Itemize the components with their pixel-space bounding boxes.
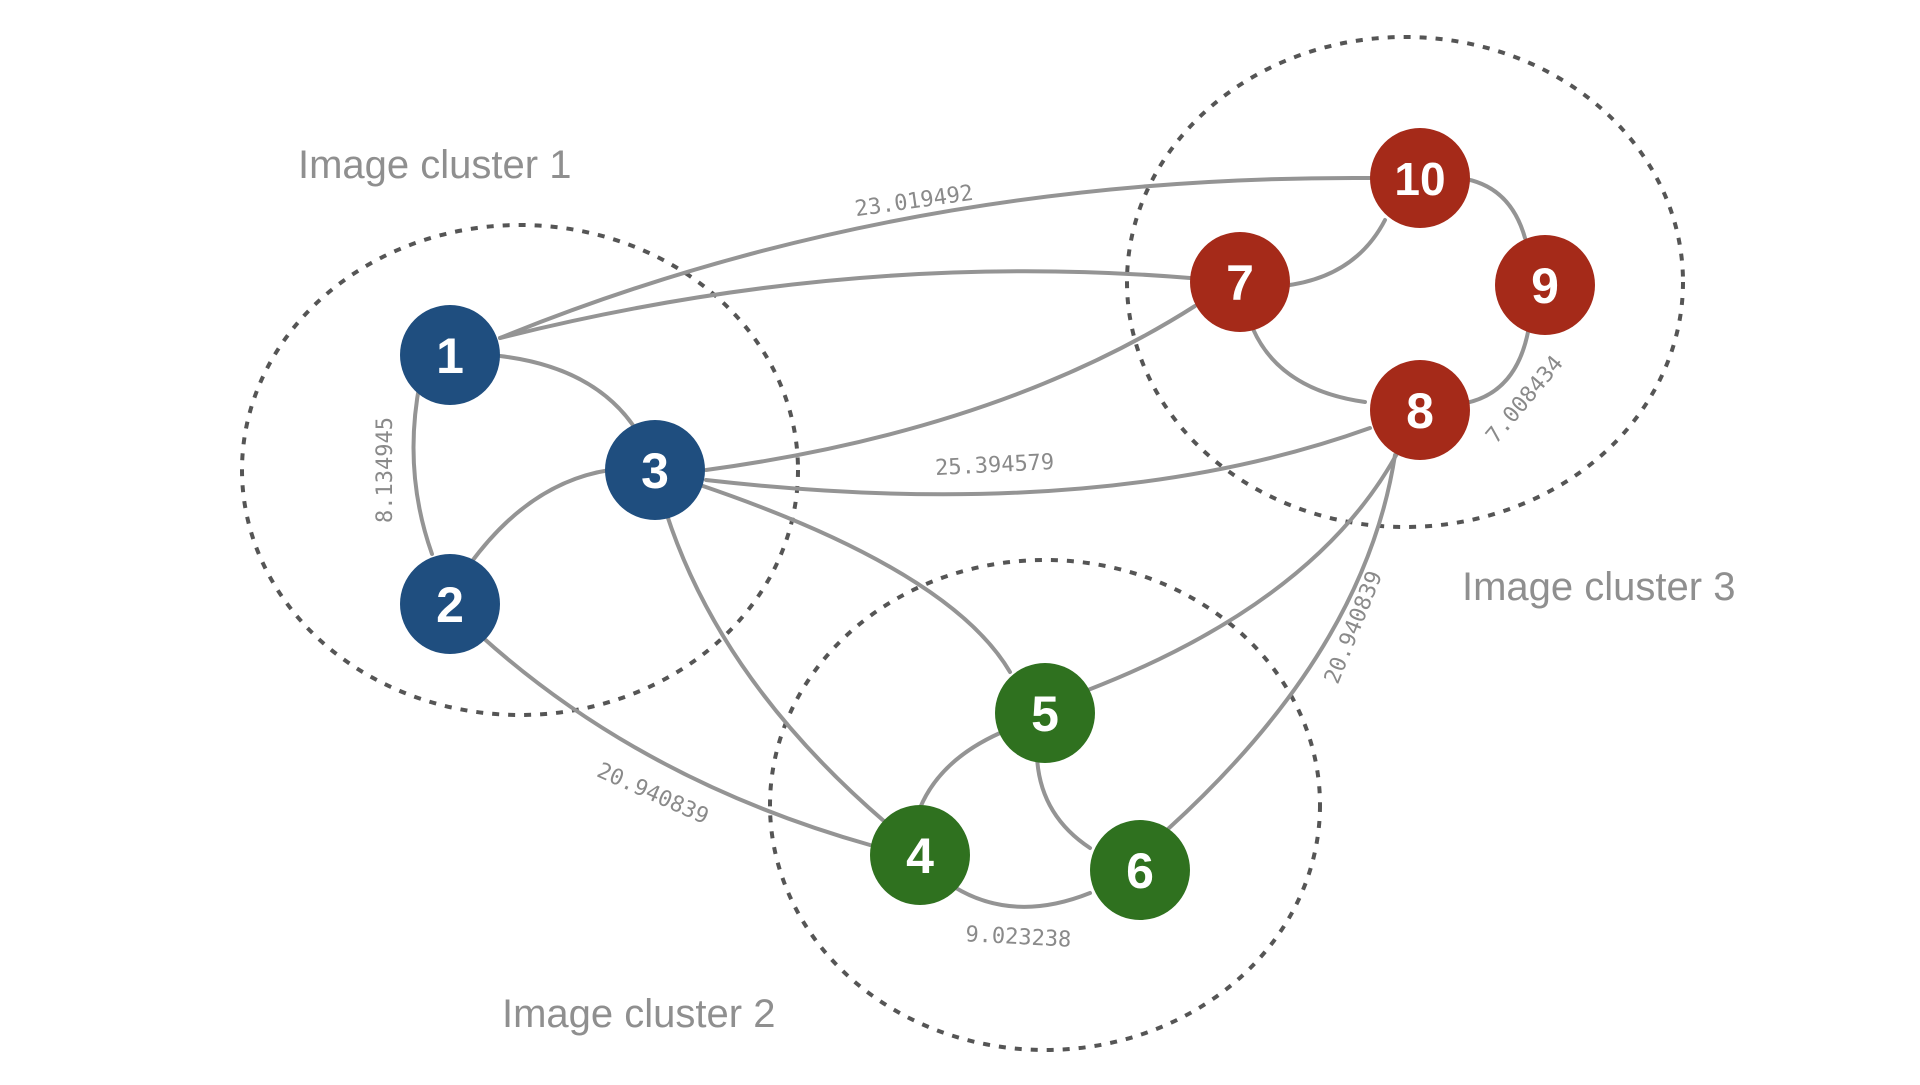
node-10[interactable]: 10 bbox=[1370, 128, 1470, 228]
graph-nodes: 1 2 3 4 5 6 7 8 bbox=[400, 128, 1595, 920]
node-4-circle bbox=[870, 805, 970, 905]
edge-9-8 bbox=[1458, 330, 1530, 406]
edge-7-10 bbox=[1280, 218, 1387, 288]
cluster-1-label: Image cluster 1 bbox=[298, 143, 571, 187]
edge-weight-labels: 8.134945 23.019492 25.394579 20.940839 9… bbox=[373, 181, 1569, 953]
node-5-label: 5 bbox=[1031, 686, 1059, 742]
weight-label-1-2: 8.134945 bbox=[373, 417, 398, 523]
edge-4-6 bbox=[946, 881, 1092, 909]
node-4[interactable]: 4 bbox=[870, 805, 970, 905]
cluster-labels: Image cluster 1 Image cluster 2 Image cl… bbox=[298, 143, 1735, 1036]
cluster-3-label: Image cluster 3 bbox=[1462, 565, 1735, 609]
node-3-circle bbox=[605, 420, 705, 520]
node-4-label: 4 bbox=[906, 828, 934, 884]
edge-3-7 bbox=[704, 304, 1197, 472]
node-2[interactable]: 2 bbox=[400, 554, 500, 654]
node-6-label: 6 bbox=[1126, 843, 1154, 899]
edge-1-3 bbox=[498, 354, 642, 438]
node-8-circle bbox=[1370, 360, 1470, 460]
cluster-2-label: Image cluster 2 bbox=[502, 992, 775, 1036]
node-5[interactable]: 5 bbox=[995, 663, 1095, 763]
node-3-label: 3 bbox=[641, 443, 669, 499]
cluster-2-ring bbox=[768, 558, 1322, 1052]
edge-4-5 bbox=[918, 731, 1002, 810]
weight-label-2-4: 20.940839 bbox=[593, 758, 712, 829]
edge-5-6 bbox=[1035, 755, 1092, 850]
node-1-label: 1 bbox=[436, 328, 464, 384]
node-2-label: 2 bbox=[436, 577, 464, 633]
edge-1-10 bbox=[498, 175, 1372, 340]
node-7[interactable]: 7 bbox=[1190, 232, 1290, 332]
node-6[interactable]: 6 bbox=[1090, 820, 1190, 920]
node-10-circle bbox=[1370, 128, 1470, 228]
node-6-circle bbox=[1090, 820, 1190, 920]
edge-3-4 bbox=[664, 510, 887, 824]
edge-6-8 bbox=[1166, 453, 1397, 831]
edge-3-8 bbox=[704, 426, 1372, 497]
edge-10-9 bbox=[1458, 176, 1527, 240]
weight-label-3-8: 25.394579 bbox=[934, 450, 1054, 481]
edges bbox=[411, 175, 1530, 909]
edge-2-4 bbox=[478, 633, 872, 847]
cluster-1-ring bbox=[240, 223, 800, 717]
edge-1-7 bbox=[498, 269, 1192, 340]
node-7-label: 7 bbox=[1226, 255, 1254, 311]
node-8[interactable]: 8 bbox=[1370, 360, 1470, 460]
node-8-label: 8 bbox=[1406, 383, 1434, 439]
node-10-label: 10 bbox=[1394, 153, 1445, 205]
edge-5-8 bbox=[1086, 446, 1402, 692]
node-2-circle bbox=[400, 554, 500, 654]
cluster-3-ring bbox=[1125, 35, 1685, 529]
node-1[interactable]: 1 bbox=[400, 305, 500, 405]
edge-2-3 bbox=[468, 468, 612, 566]
weight-label-4-6: 9.023238 bbox=[965, 922, 1072, 953]
node-1-circle bbox=[400, 305, 500, 405]
node-5-circle bbox=[995, 663, 1095, 763]
node-9[interactable]: 9 bbox=[1495, 235, 1595, 335]
node-7-circle bbox=[1190, 232, 1290, 332]
edge-3-5 bbox=[698, 483, 1012, 674]
edge-7-8 bbox=[1251, 327, 1367, 404]
cluster-rings bbox=[240, 35, 1685, 1052]
node-3[interactable]: 3 bbox=[605, 420, 705, 520]
node-9-label: 9 bbox=[1531, 258, 1559, 314]
weight-label-9-8: 7.008434 bbox=[1481, 351, 1568, 448]
node-9-circle bbox=[1495, 235, 1595, 335]
